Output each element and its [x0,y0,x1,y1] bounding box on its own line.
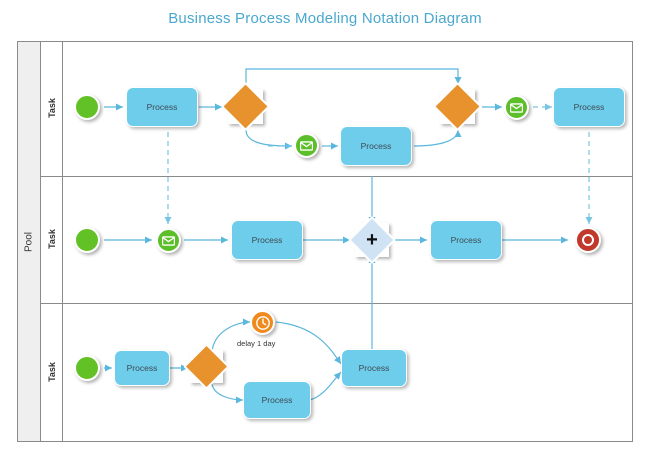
task-lane3-1[interactable]: Process [114,350,170,386]
task-lane2-2[interactable]: Process [430,220,502,260]
message-event-lane1-2[interactable] [504,95,529,120]
task-lane1-2[interactable]: Process [340,126,412,166]
task-lane3-3[interactable]: Process [341,349,407,387]
envelope-icon [162,235,175,246]
start-event-lane3[interactable] [74,355,100,381]
parallel-gateway-lane2[interactable]: + [347,215,397,265]
task-lane1-3[interactable]: Process [553,87,625,127]
message-event-lane2[interactable] [156,228,181,253]
lane-label-separator [62,41,63,442]
lane-label-task-1: Task [47,98,57,118]
page-title: Business Process Modeling Notation Diagr… [168,10,482,27]
exclusive-gateway-lane1-2[interactable] [432,81,483,132]
task-lane1-1[interactable]: Process [126,87,198,127]
exclusive-gateway-lane1-1[interactable] [220,81,271,132]
pool-label: Pool [23,231,35,252]
start-event-lane2[interactable] [74,227,100,253]
exclusive-gateway-lane3[interactable] [183,343,230,390]
end-event-ring [581,233,595,247]
envelope-icon [510,102,523,113]
task-lane2-1[interactable]: Process [231,220,303,260]
start-event-lane1[interactable] [74,94,100,120]
envelope-icon [300,140,313,151]
clock-icon [255,315,270,330]
lane-label-task-2: Task [47,228,57,249]
timer-event-lane3[interactable] [250,310,275,335]
pool-header: Pool [18,42,41,441]
lane-divider-2 [41,303,632,304]
timer-label: delay 1 day [237,339,276,348]
end-event-lane2[interactable] [575,227,601,253]
pool-container: Pool [17,41,633,442]
message-event-lane1[interactable] [294,133,319,158]
lane-divider-1 [41,176,632,177]
lane-label-task-3: Task [47,362,57,382]
task-lane3-2[interactable]: Process [243,381,311,419]
